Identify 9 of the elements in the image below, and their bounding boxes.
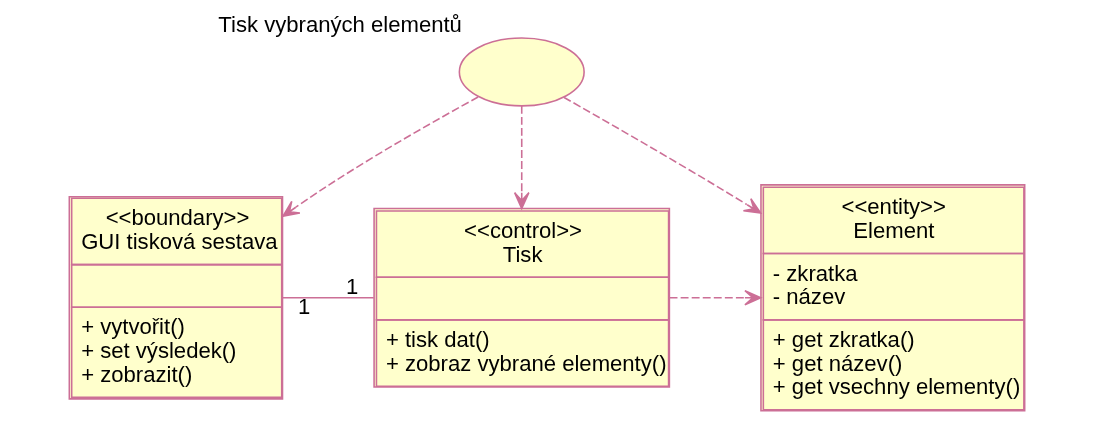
arrow — [513, 105, 530, 210]
connector — [281, 296, 375, 299]
label: 1 — [346, 273, 359, 299]
arrow — [282, 96, 479, 218]
node-label: Tisk vybraných elementů — [218, 12, 462, 38]
label: 1 — [297, 293, 311, 319]
arrow — [563, 96, 762, 214]
node-ellipse — [458, 37, 585, 107]
arrow — [668, 289, 762, 306]
